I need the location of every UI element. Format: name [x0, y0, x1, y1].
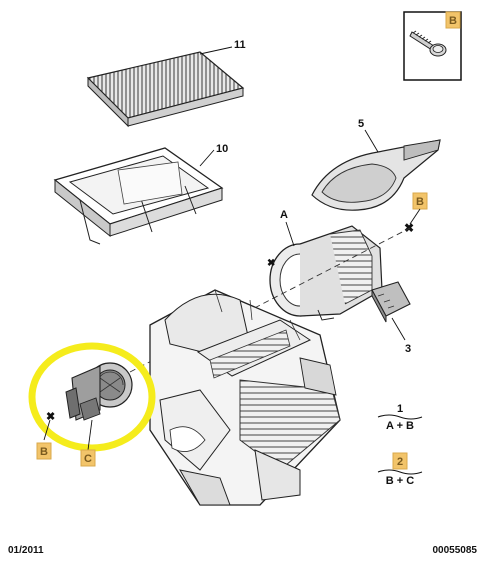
filter-frame-part — [53, 147, 224, 245]
legend-1-number: 1 — [397, 403, 403, 415]
duct-tag-b: B — [412, 192, 428, 210]
blower-motor-part — [65, 362, 133, 421]
screw-icon — [409, 30, 447, 57]
callout-10: 10 — [216, 143, 228, 155]
screw-tag-b: B — [445, 11, 461, 29]
leader-10 — [199, 149, 215, 167]
legend-item-1: 1 A + B — [377, 403, 423, 432]
footer-reference: 00055085 — [432, 545, 478, 556]
motor-tag-c: C — [80, 449, 96, 467]
cabin-filter-part — [86, 51, 245, 128]
callout-3: 3 — [405, 343, 411, 355]
svg-text:C: C — [84, 453, 92, 465]
callout-5: 5 — [358, 118, 364, 130]
motor-left-tag-b: B — [36, 442, 52, 460]
fastener-marker-icon: ✖ — [267, 258, 275, 269]
callout-11: 11 — [234, 39, 246, 51]
callout-a: A — [280, 209, 288, 221]
fastener-marker-icon: ✖ — [46, 411, 55, 423]
legend-2-formula: B + C — [386, 475, 414, 487]
resistor-module-part — [371, 281, 411, 323]
leader-3 — [391, 317, 406, 341]
duct-cover-part — [311, 139, 441, 211]
leader-11 — [199, 46, 233, 55]
svg-text:B: B — [449, 15, 457, 27]
svg-text:B: B — [416, 196, 424, 208]
footer-date: 01/2011 — [8, 545, 44, 556]
leader-a — [285, 221, 295, 247]
legend-1-formula: A + B — [386, 420, 414, 432]
legend-2-tag — [392, 452, 408, 470]
hvac-housing-part — [149, 289, 341, 506]
svg-text:2: 2 — [397, 456, 403, 468]
legend-item-2: 2 B + C — [377, 452, 423, 487]
blower-highlight-ring — [28, 342, 156, 452]
blower-collar-part — [269, 225, 383, 321]
svg-text:B: B — [40, 446, 48, 458]
leader-5 — [364, 129, 379, 153]
